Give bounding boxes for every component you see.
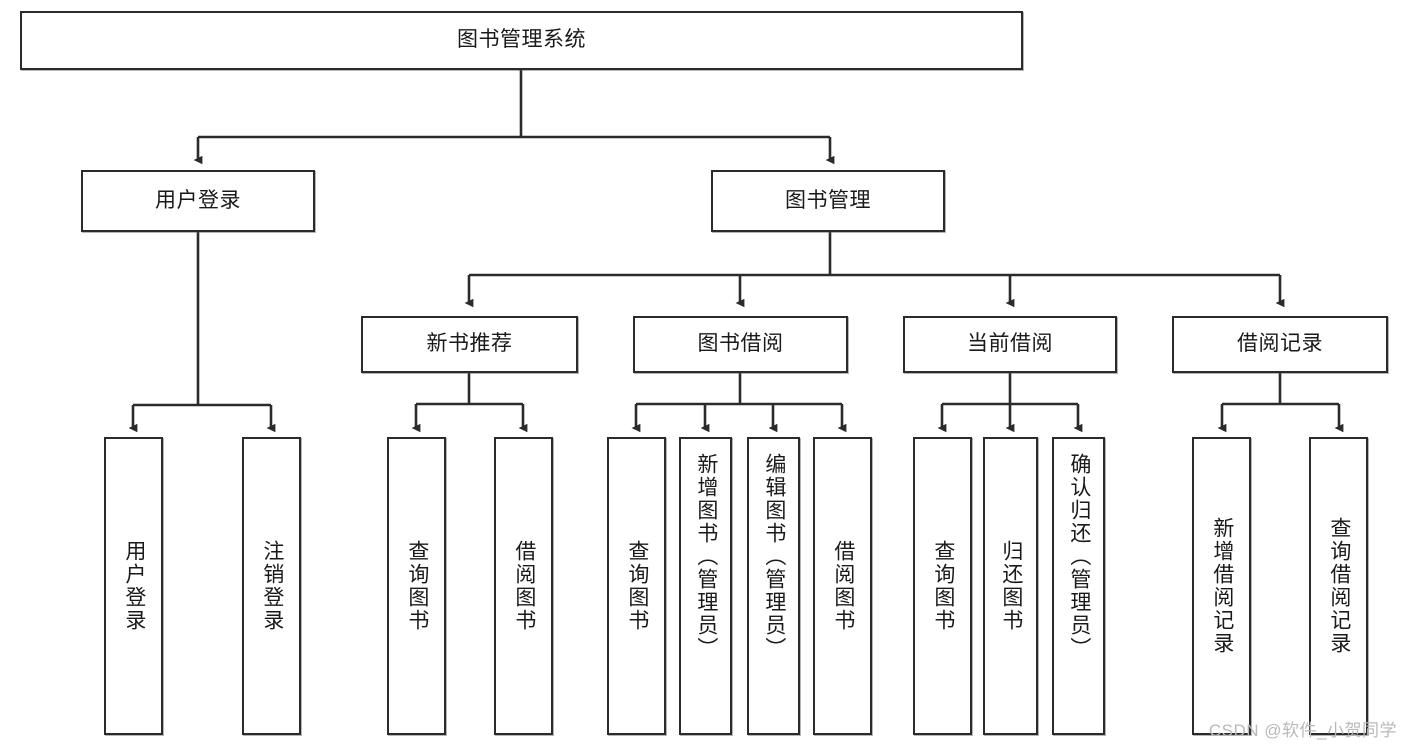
node-label: 编辑图书（管理员）: [762, 453, 786, 660]
node-leaf-add-borrow-record[interactable]: 新增借阅记录: [1192, 437, 1251, 735]
node-leaf-return-book[interactable]: 归还图书: [983, 437, 1038, 735]
node-label: 新增借阅记录: [1210, 517, 1234, 655]
node-label: 用户登录: [155, 188, 241, 212]
node-label: 当前借阅: [967, 332, 1053, 356]
node-label: 借阅图书: [831, 540, 855, 632]
node-current-borrow[interactable]: 当前借阅: [903, 316, 1117, 373]
node-label: 查询借阅记录: [1327, 517, 1351, 655]
node-leaf-query-borrow-record[interactable]: 查询借阅记录: [1309, 437, 1368, 735]
node-label: 借阅记录: [1237, 332, 1323, 356]
node-user-login[interactable]: 用户登录: [81, 170, 315, 232]
node-leaf-query-book-borrow[interactable]: 查询图书: [607, 437, 666, 735]
node-leaf-query-book-recommend[interactable]: 查询图书: [387, 437, 446, 735]
node-leaf-borrow-book[interactable]: 借阅图书: [813, 437, 872, 735]
node-label: 查询图书: [625, 540, 649, 632]
node-leaf-confirm-return-admin[interactable]: 确认归还（管理员）: [1052, 437, 1105, 735]
node-new-book-recommend[interactable]: 新书推荐: [361, 316, 578, 373]
node-label: 新增图书（管理员）: [694, 453, 718, 660]
node-borrow-record[interactable]: 借阅记录: [1172, 316, 1388, 373]
node-label: 查询图书: [931, 540, 955, 632]
node-leaf-edit-book-admin[interactable]: 编辑图书（管理员）: [747, 437, 800, 735]
node-root-book-management-system[interactable]: 图书管理系统: [20, 11, 1023, 70]
node-label: 图书管理系统: [457, 28, 586, 52]
node-book-borrow[interactable]: 图书借阅: [633, 316, 848, 373]
node-label: 用户登录: [122, 540, 146, 632]
node-leaf-user-login[interactable]: 用户登录: [104, 437, 163, 735]
node-label: 注销登录: [260, 540, 284, 632]
node-label: 确认归还（管理员）: [1067, 453, 1091, 660]
node-leaf-borrow-book-recommend[interactable]: 借阅图书: [494, 437, 553, 735]
node-label: 图书借阅: [697, 332, 784, 356]
node-label: 查询图书: [405, 540, 429, 632]
node-label: 借阅图书: [512, 540, 536, 632]
node-leaf-logout[interactable]: 注销登录: [242, 437, 301, 735]
node-leaf-add-book-admin[interactable]: 新增图书（管理员）: [679, 437, 732, 735]
node-leaf-query-book-current[interactable]: 查询图书: [913, 437, 972, 735]
node-book-management[interactable]: 图书管理: [711, 170, 945, 232]
node-label: 图书管理: [785, 188, 871, 212]
node-label: 新书推荐: [426, 332, 513, 356]
node-label: 归还图书: [999, 540, 1023, 632]
